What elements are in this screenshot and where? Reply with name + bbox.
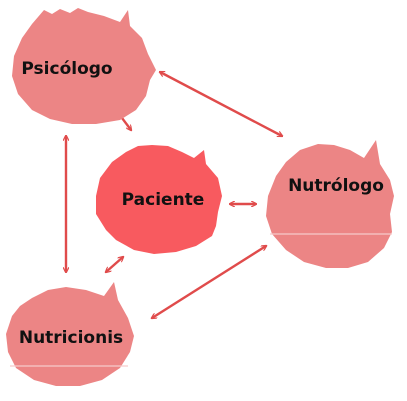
psicologo-label: Psicólogo [21, 59, 112, 79]
paciente-label: Paciente [122, 190, 205, 210]
nutrologo-blob [266, 140, 394, 268]
nutrologo-label: Nutrólogo [288, 176, 384, 196]
paciente-blob [96, 145, 222, 254]
node-psicologo: Psicólogo [12, 8, 156, 124]
nutricionista-blob [6, 282, 134, 386]
node-paciente: Paciente [96, 145, 222, 254]
psicologo-blob [12, 8, 156, 124]
node-nutricionista: Nutricionis [6, 282, 134, 386]
node-nutrologo: Nutrólogo [266, 140, 394, 268]
arrows [66, 72, 282, 318]
nutricionista-label: Nutricionis [19, 328, 123, 348]
arrow-psicologo-nutrologo [160, 72, 282, 136]
arrow-paciente-nutricionista [106, 257, 123, 272]
arrow-nutricionista-nutrologo [152, 246, 266, 318]
